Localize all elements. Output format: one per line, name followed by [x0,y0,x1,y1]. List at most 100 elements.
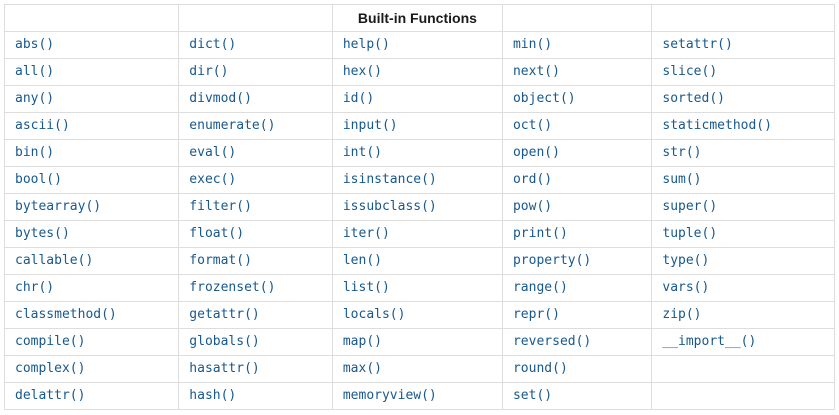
function-link[interactable]: sum() [662,172,702,187]
function-link[interactable]: bin() [15,145,55,160]
table-cell: type() [651,247,835,275]
table-cell: staticmethod() [651,112,835,140]
table-cell: help() [331,31,503,59]
function-link[interactable]: slice() [662,64,718,79]
function-link[interactable]: float() [189,226,245,241]
function-link[interactable]: type() [662,253,710,268]
function-link[interactable]: property() [512,253,592,268]
function-link[interactable]: set() [512,388,553,403]
function-link[interactable]: all() [15,64,55,79]
function-link[interactable]: tuple() [662,226,718,241]
table-cell: iter() [331,220,503,248]
function-link[interactable]: format() [189,253,252,268]
table-row: chr() frozenset() list() range() vars() [3,274,835,302]
function-link[interactable]: len() [342,253,382,268]
function-link[interactable]: ascii() [15,118,70,133]
table-cell: reversed() [501,328,653,356]
function-link[interactable]: isinstance() [342,172,437,187]
table-cell: ascii() [3,112,180,140]
function-link[interactable]: any() [15,91,55,106]
table-cell: oct() [501,112,653,140]
header-cell-empty [501,4,653,32]
function-link[interactable]: globals() [189,334,260,349]
function-link[interactable]: list() [342,280,390,295]
table-cell: callable() [3,247,180,275]
function-link[interactable]: reversed() [512,334,592,349]
table-row: classmethod() getattr() locals() repr() zip(… [3,301,835,329]
function-link[interactable]: eval() [189,145,237,160]
function-link[interactable]: divmod() [189,91,252,106]
table-row: delattr() hash() memoryview() set() [3,382,835,410]
function-link[interactable]: hasattr() [189,361,260,376]
table-row: bytearray() filter() issubclass() pow() supe… [3,193,835,221]
header-cell-empty [3,4,180,32]
builtin-functions-table: Built-in Functions abs() dict() help() min(… [3,4,835,410]
function-link[interactable]: hash() [189,388,237,403]
function-link[interactable]: enumerate() [189,118,276,133]
function-link[interactable]: dict() [189,37,237,52]
function-link[interactable]: super() [662,199,718,214]
function-link[interactable]: sorted() [662,91,725,106]
function-link[interactable]: hex() [342,64,382,79]
table-cell: globals() [178,328,333,356]
function-link[interactable]: object() [512,91,576,106]
function-link[interactable]: int() [342,145,382,160]
function-link[interactable]: map() [342,334,382,349]
table-cell: complex() [3,355,180,383]
header-cell-empty [178,4,333,32]
function-link[interactable]: setattr() [662,37,733,52]
function-link[interactable]: compile() [15,334,86,349]
function-link[interactable]: bytearray() [15,199,102,214]
function-link[interactable]: next() [512,64,560,79]
function-link[interactable]: locals() [342,307,406,322]
function-link[interactable]: dir() [189,64,229,79]
function-link[interactable]: complex() [15,361,86,376]
function-link[interactable]: ord() [512,172,553,187]
function-link[interactable]: repr() [512,307,560,322]
function-link[interactable]: help() [342,37,390,52]
function-link[interactable]: exec() [189,172,237,187]
table-cell: slice() [651,58,835,86]
function-link[interactable]: input() [342,118,398,133]
function-link[interactable]: oct() [512,118,553,133]
function-link[interactable]: zip() [662,307,702,322]
function-link[interactable]: classmethod() [15,307,117,322]
function-link[interactable]: issubclass() [342,199,437,214]
table-cell: filter() [178,193,333,221]
function-link[interactable]: callable() [15,253,94,268]
function-link[interactable]: frozenset() [189,280,276,295]
table-cell: setattr() [651,31,835,59]
function-link[interactable]: round() [512,361,568,376]
table-cell: ord() [501,166,653,194]
table-header-row: Built-in Functions [3,4,835,32]
function-link[interactable]: staticmethod() [662,118,772,133]
function-link[interactable]: abs() [15,37,55,52]
table-row: all() dir() hex() next() slice() [3,58,835,86]
table-cell: all() [3,58,180,86]
function-link[interactable]: iter() [342,226,390,241]
function-link[interactable]: filter() [189,199,252,214]
table-row: bool() exec() isinstance() ord() sum() [3,166,835,194]
function-link[interactable]: max() [342,361,382,376]
function-link[interactable]: bool() [15,172,62,187]
function-link[interactable]: bytes() [15,226,70,241]
function-link[interactable]: open() [512,145,560,160]
table-body: abs() dict() help() min() setattr() all() dir(… [3,31,835,410]
function-link[interactable]: id() [342,91,375,106]
function-link[interactable]: str() [662,145,702,160]
function-link[interactable]: min() [512,37,553,52]
table-cell: property() [501,247,653,275]
function-link[interactable]: getattr() [189,307,260,322]
function-link[interactable]: vars() [662,280,710,295]
function-link[interactable]: range() [512,280,568,295]
function-link[interactable]: pow() [512,199,553,214]
table-cell: chr() [3,274,180,302]
table-cell: round() [501,355,653,383]
function-link[interactable]: delattr() [15,388,86,403]
function-link[interactable]: __import__() [662,334,757,349]
function-link[interactable]: print() [512,226,568,241]
table-cell: sum() [651,166,835,194]
table-title: Built-in Functions [331,4,503,32]
function-link[interactable]: chr() [15,280,55,295]
function-link[interactable]: memoryview() [342,388,437,403]
